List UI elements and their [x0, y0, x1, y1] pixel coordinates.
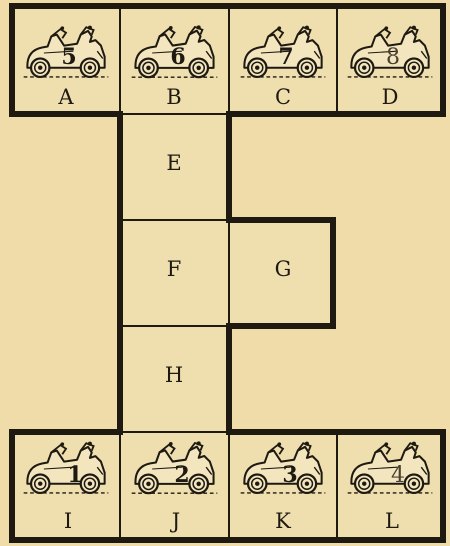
- cell-l[interactable]: 4 L: [337, 432, 443, 540]
- cell-g[interactable]: G: [229, 220, 333, 326]
- car-number: 1: [67, 462, 82, 488]
- cell-letter: K: [275, 509, 291, 533]
- cell-h[interactable]: H: [120, 326, 229, 432]
- cell-letter: L: [385, 509, 399, 533]
- cell-j[interactable]: 2 J: [120, 432, 229, 540]
- cell-f[interactable]: F: [120, 220, 229, 326]
- cell-d[interactable]: 8 D: [337, 6, 443, 114]
- cell-letter: B: [166, 85, 181, 109]
- car-number: 7: [278, 44, 293, 70]
- car-number: 5: [61, 44, 76, 70]
- cell-letter: F: [167, 257, 182, 281]
- cell-letter: G: [275, 257, 292, 281]
- cell-letter: H: [165, 363, 183, 387]
- car-number: 8: [386, 45, 400, 70]
- cell-letter: C: [275, 85, 291, 109]
- cell-letter: A: [57, 85, 74, 109]
- car-number: 4: [391, 463, 405, 488]
- cell-i[interactable]: 1 I: [12, 432, 120, 540]
- cell-e[interactable]: E: [120, 114, 229, 220]
- car-number: 3: [282, 462, 297, 488]
- cell-k[interactable]: 3 K: [229, 432, 337, 540]
- cell-letter: J: [170, 509, 180, 533]
- cell-letter: D: [382, 85, 399, 109]
- cell-c[interactable]: 7 C: [229, 6, 337, 114]
- car-number: 6: [170, 44, 185, 70]
- car-number: 2: [174, 462, 189, 488]
- cell-letter: E: [166, 151, 181, 175]
- cell-letter: I: [64, 509, 72, 533]
- cell-b[interactable]: 6 B: [120, 6, 229, 114]
- cell-a[interactable]: 5 A: [12, 6, 120, 114]
